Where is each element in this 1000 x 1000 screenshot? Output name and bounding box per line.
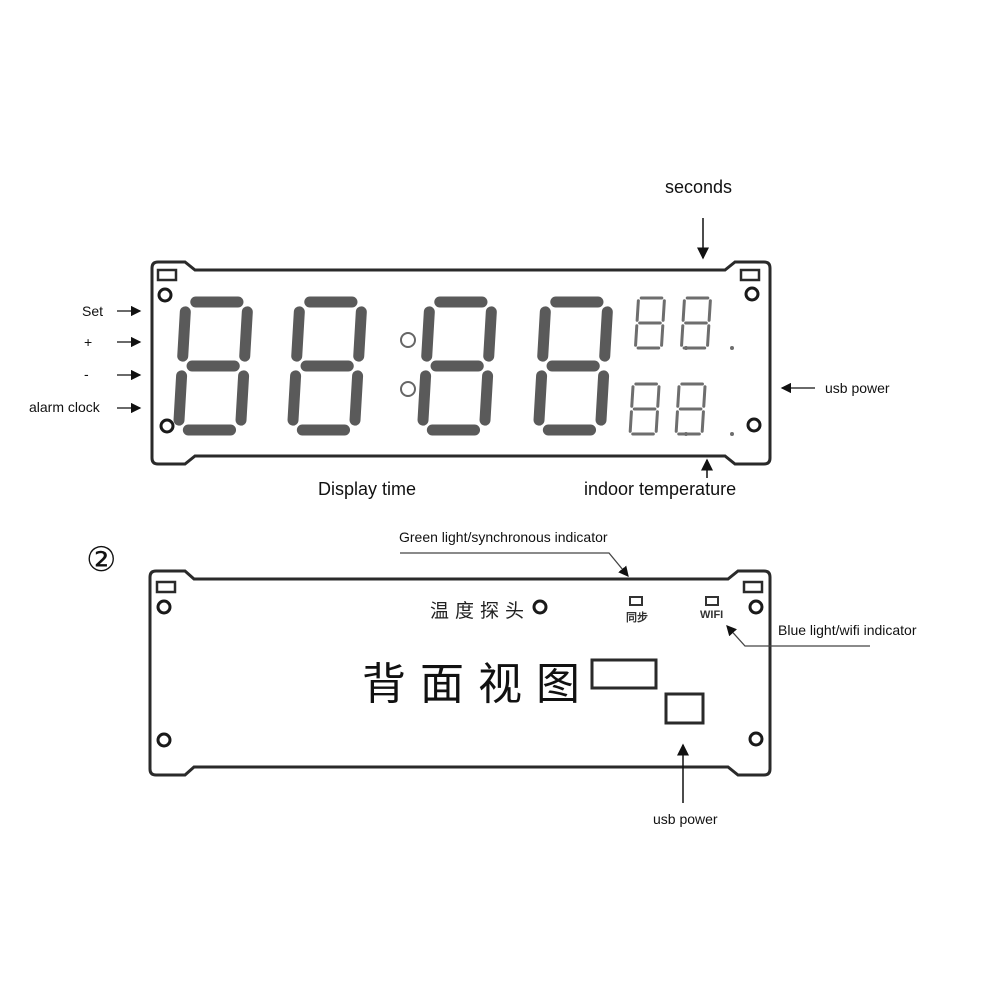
front-mount-hole-tr: [744, 286, 760, 302]
seven-segment-digit-2: [287, 296, 367, 436]
usb-port: [664, 692, 705, 725]
front-mount-hole-tl: [157, 287, 173, 303]
figure-number: ②: [86, 540, 117, 580]
blue-light-callout: Blue light/wifi indicator: [778, 622, 917, 638]
temperature-probe-label: 温度探头: [430, 600, 531, 622]
segment-e: [173, 370, 188, 426]
segment-e: [287, 370, 302, 426]
segment-c: [700, 410, 705, 433]
front-top-left-slot: [156, 268, 178, 282]
segment-b: [702, 385, 707, 408]
back-top-right-slot: [742, 580, 764, 594]
back-mount-hole-br: [748, 731, 764, 747]
front-mount-hole-bl: [159, 418, 175, 434]
segment-f: [291, 306, 305, 362]
segment-f: [177, 306, 191, 362]
segment-b: [599, 306, 613, 362]
decimal-point: [730, 432, 734, 436]
sync-led: [629, 596, 643, 606]
segment-c: [706, 324, 711, 347]
segment-c: [235, 370, 250, 426]
seven-segment-digit-s4: [674, 382, 734, 436]
segment-f: [676, 385, 681, 408]
seven-segment-digit-4: [533, 296, 613, 436]
display-time-label: Display time: [318, 479, 417, 499]
segment-f: [537, 306, 551, 362]
wifi-indicator-label: WIFI: [700, 609, 724, 621]
segment-b: [661, 299, 666, 322]
segment-e: [634, 324, 639, 347]
set-button-label: Set: [82, 303, 104, 319]
segment-f: [421, 306, 435, 362]
seven-segment-digit-s2: [680, 296, 734, 350]
front-panel-outline: [150, 260, 772, 466]
wifi-led: [705, 596, 719, 606]
green-light-leader: [400, 552, 629, 578]
colon-dot-bottom: [400, 381, 416, 397]
alarm-clock-label: alarm clock: [29, 399, 100, 415]
front-top-right-slot: [739, 268, 761, 282]
seconds-label: seconds: [665, 177, 733, 197]
small-digit-group: [628, 296, 734, 436]
segment-e: [628, 410, 633, 433]
main-digit-group: [173, 296, 613, 436]
segment-c: [349, 370, 364, 426]
seven-segment-digit-1: [173, 296, 253, 436]
segment-e: [680, 324, 685, 347]
segment-e: [674, 410, 679, 433]
segment-f: [681, 299, 686, 322]
seven-segment-digit-s1: [634, 296, 688, 350]
display-connector: [590, 658, 658, 690]
segment-c: [479, 370, 494, 426]
segment-b: [353, 306, 367, 362]
front-mount-hole-br: [746, 417, 762, 433]
segment-e: [417, 370, 432, 426]
colon-dot-top: [400, 332, 416, 348]
back-mount-hole-tl: [156, 599, 172, 615]
sync-indicator-label: 同步: [626, 612, 648, 624]
back-top-left-slot: [155, 580, 177, 594]
segment-b: [239, 306, 253, 362]
minus-button-label: -: [84, 366, 89, 382]
temperature-probe-hole: [532, 599, 548, 615]
segment-b: [707, 299, 712, 322]
indoor-temperature-label: indoor temperature: [584, 479, 737, 499]
usb-power-front-label: usb power: [825, 380, 890, 396]
segment-f: [635, 299, 640, 322]
segment-c: [660, 324, 665, 347]
seven-segment-digit-3: [417, 296, 497, 436]
blue-light-leader: [726, 625, 870, 647]
segment-f: [630, 385, 635, 408]
segment-e: [533, 370, 548, 426]
segment-b: [656, 385, 661, 408]
segment-b: [483, 306, 497, 362]
back-mount-hole-tr: [748, 599, 764, 615]
back-panel-outline: [148, 569, 772, 777]
segment-c: [595, 370, 610, 426]
plus-button-label: +: [84, 334, 93, 350]
usb-power-back-label: usb power: [653, 811, 718, 827]
seven-segment-digit-s3: [628, 382, 688, 436]
green-light-callout: Green light/synchronous indicator: [399, 529, 608, 545]
back-view-title: 背面视图: [362, 659, 594, 710]
segment-c: [654, 410, 659, 433]
decimal-point: [730, 346, 734, 350]
back-mount-hole-bl: [156, 732, 172, 748]
